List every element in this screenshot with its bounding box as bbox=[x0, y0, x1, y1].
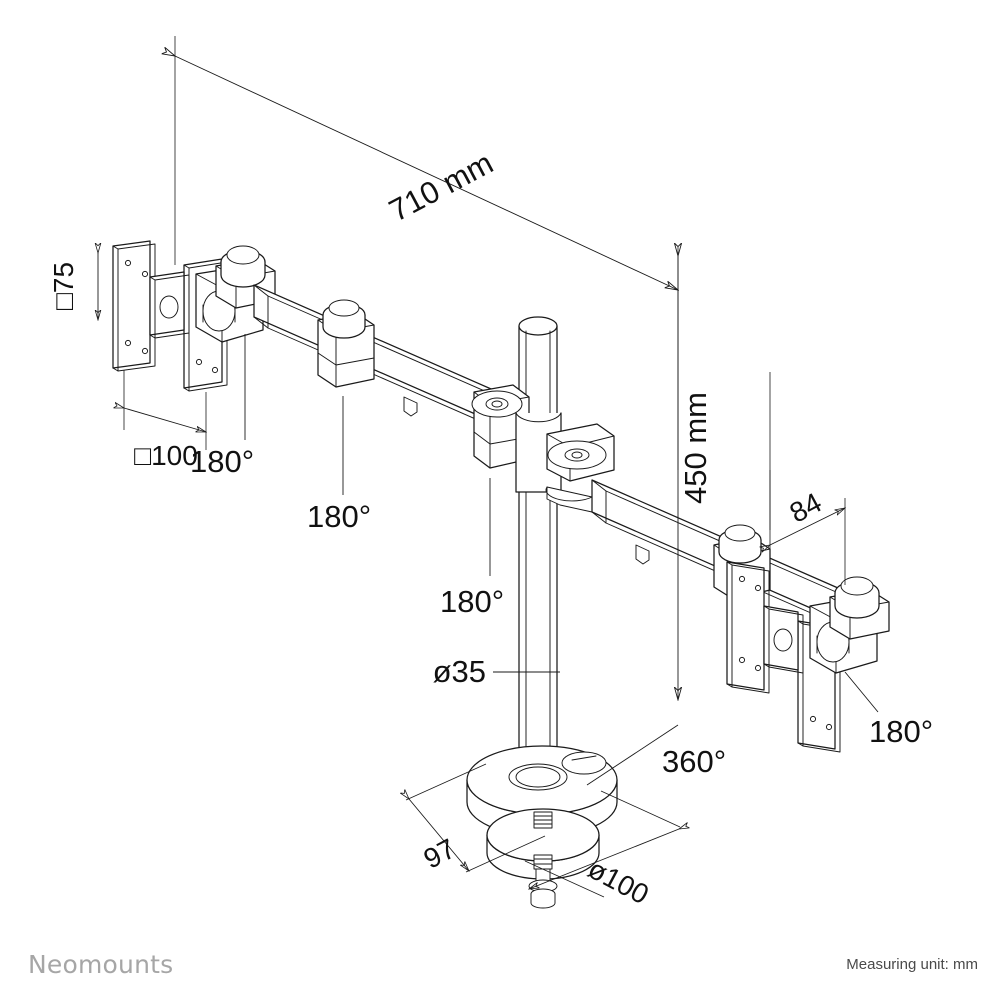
dimension-pole-diameter: ø35 bbox=[433, 654, 560, 689]
rotation-label-left-monitor: 180° bbox=[190, 444, 254, 479]
neomounts-logo: Neomounts bbox=[28, 950, 174, 979]
dimension-label-97: 97 bbox=[419, 833, 461, 875]
dimension-label-450: 450 mm bbox=[678, 392, 713, 504]
center-pole bbox=[518, 316, 558, 777]
dimension-label-vesa75: □75 bbox=[48, 262, 79, 310]
left-arm-mid-joint bbox=[317, 299, 375, 388]
callout-pole-swivel: 360° bbox=[586, 724, 726, 786]
dimension-height-total: 450 mm bbox=[678, 256, 771, 700]
sheet-footer: Neomounts Measuring unit: mm bbox=[0, 942, 1004, 1004]
rotation-label-center-arm: 180° bbox=[440, 584, 504, 619]
dimension-label-d100: ø100 bbox=[583, 853, 654, 910]
dimension-vesa-100: □100 bbox=[124, 370, 206, 471]
measuring-unit-note: Measuring unit: mm bbox=[846, 956, 978, 973]
dimension-vesa-75: □75 bbox=[48, 253, 98, 320]
dimension-label-84: 84 bbox=[785, 487, 827, 529]
rotation-label-right-monitor: 180° bbox=[869, 714, 933, 749]
dimension-label-vesa100: □100 bbox=[134, 440, 198, 471]
dimension-label-d35: ø35 bbox=[433, 654, 486, 689]
mount-illustration bbox=[112, 240, 890, 909]
rotation-label-pole-swivel: 360° bbox=[662, 744, 726, 779]
center-collar-hub bbox=[471, 384, 615, 513]
callout-left-arm-joint: 180° bbox=[307, 396, 371, 534]
dimension-label-710: 710 mm bbox=[383, 145, 498, 228]
rotation-label-left-arm: 180° bbox=[307, 499, 371, 534]
rotation-callouts: 180° 180° 180° 360° 180° bbox=[190, 334, 933, 786]
dimension-annotations: 710 mm 450 mm □75 □100 bbox=[48, 36, 845, 910]
left-upper-arm bbox=[253, 284, 513, 436]
callout-left-monitor-tilt: 180° bbox=[190, 334, 254, 479]
callout-center-arm-joint: 180° bbox=[440, 478, 504, 619]
callout-right-monitor-tilt: 180° bbox=[844, 671, 933, 749]
right-tilt-joint bbox=[809, 576, 890, 674]
